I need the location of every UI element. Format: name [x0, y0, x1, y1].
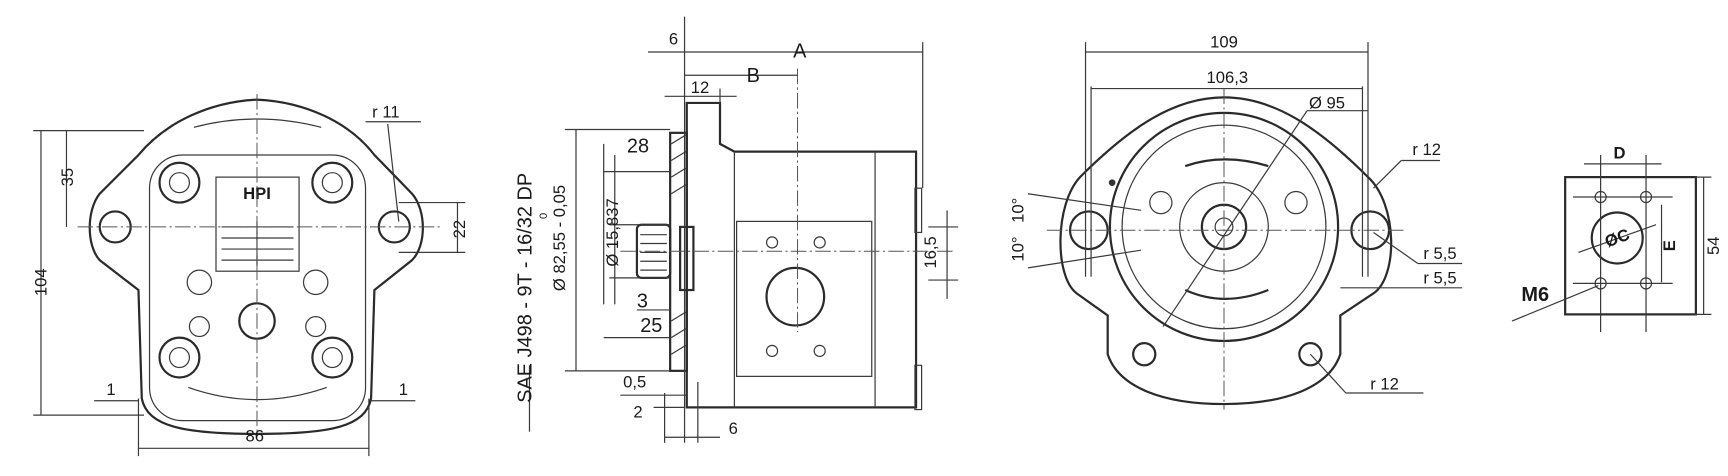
dim-2: 2: [633, 402, 642, 421]
pilot-diameter: Ø 82,55 - 0,05: [550, 185, 569, 291]
rotation-arrow-bottom: [1184, 288, 1269, 300]
dim-r12-top: r 12: [1412, 140, 1441, 159]
side-port: [765, 266, 826, 327]
dim-B: B: [747, 65, 760, 87]
angle-lower: 10°: [1009, 237, 1028, 262]
dim-E: E: [1660, 240, 1679, 251]
hatch-lines: [670, 134, 686, 355]
dim-1-left: 1: [106, 380, 115, 399]
dim-35: 35: [58, 168, 77, 186]
dim-r11: r 11: [372, 102, 399, 121]
name-plate-lines: [221, 221, 294, 266]
port-bore: [1590, 211, 1644, 265]
dim-C: ØC: [1602, 225, 1632, 251]
dim-54: 54: [1704, 237, 1723, 255]
rear-view: 109 106,3 Ø 95 r 12 10° 10° r 5,5 r 5,5 …: [1009, 33, 1463, 410]
shaft-diameter: Ø 15,837: [603, 198, 622, 266]
dim-22: 22: [450, 220, 469, 238]
bolt-heads: [158, 161, 354, 379]
dim-16-5: 16,5: [921, 236, 940, 268]
dim-d95: Ø 95: [1309, 93, 1345, 112]
dim-r5-5-a: r 5,5: [1423, 244, 1456, 263]
rotation-arrow-top: [1184, 158, 1269, 168]
dim-0-5: 0,5: [623, 372, 646, 391]
dim-28: 28: [627, 136, 649, 158]
front-view: HPI 35 104 22 r 11 1 1 86: [32, 94, 469, 457]
dim-6-bottom: 6: [729, 419, 738, 438]
dim-r12-bottom: r 12: [1370, 375, 1399, 394]
dim-3: 3: [637, 291, 648, 313]
port-flange: [1564, 176, 1697, 316]
pilot-tolerance-upper: 0: [538, 213, 550, 219]
side-view: 6 A B 12 28 3 25 0,5 2 6 SAE J498 - 9T -…: [515, 16, 959, 443]
front-body-outline: [148, 154, 367, 422]
port-dimension-lines: [1511, 154, 1712, 333]
rear-flange-outline: [1059, 96, 1393, 406]
port-screws: [765, 236, 826, 358]
dim-104: 104: [32, 268, 51, 296]
dim-12: 12: [691, 78, 709, 97]
side-body-outline: [685, 101, 918, 409]
front-flange-outline: [88, 98, 424, 436]
side-dimension-lines: [528, 16, 959, 443]
front-dimension-lines: [33, 121, 466, 457]
name-plate: [215, 176, 300, 272]
dim-109: 109: [1210, 33, 1238, 52]
dim-86: 86: [246, 427, 264, 446]
dim-1-right: 1: [399, 380, 408, 399]
port-view: D ØC E 54 M6: [1511, 143, 1723, 333]
thread-m6: M6: [1521, 284, 1549, 306]
spline-spec: SAE J498 - 9T - 16/32 DP: [515, 173, 537, 403]
dim-25: 25: [640, 315, 662, 337]
dim-D: D: [1613, 143, 1625, 162]
dim-A: A: [793, 41, 807, 63]
dim-r5-5-b: r 5,5: [1423, 268, 1456, 287]
dim-106-3: 106,3: [1207, 68, 1249, 87]
dim-6-top: 6: [669, 29, 678, 48]
rear-dimension-lines: [1027, 42, 1463, 394]
angle-upper: 10°: [1009, 198, 1028, 223]
port-plate: [736, 220, 873, 377]
